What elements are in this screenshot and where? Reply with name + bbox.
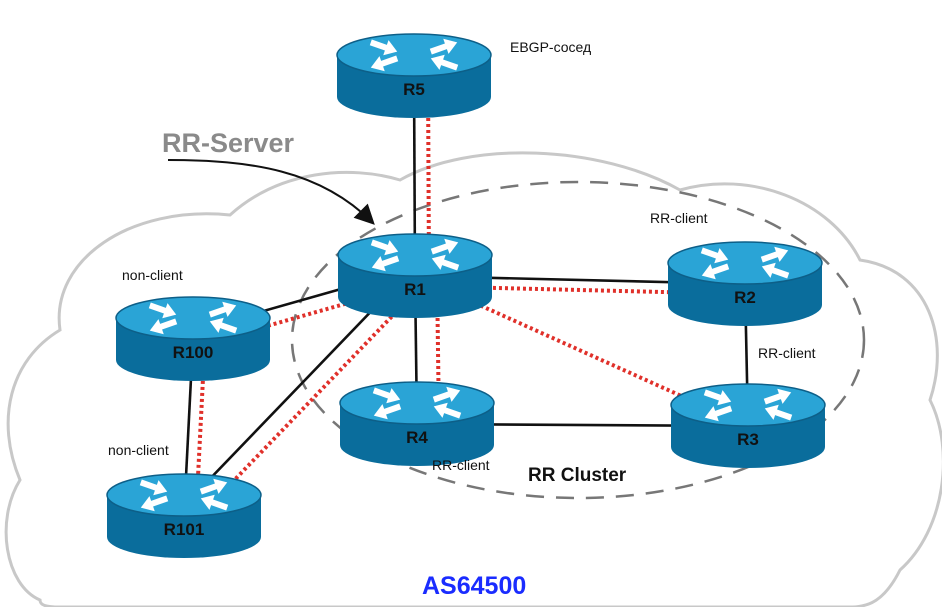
rr-server-label: RR-Server	[162, 128, 295, 158]
router-label-r5: R5	[403, 80, 425, 99]
router-arrows-icon	[369, 38, 459, 72]
router-label-r3: R3	[737, 430, 759, 449]
router-r101[interactable]: R101	[106, 473, 262, 558]
as-number-title: AS64500	[422, 572, 526, 600]
router-r1[interactable]: R1	[337, 233, 493, 318]
role-label-r3: RR-client	[758, 345, 816, 361]
rr-server-arrow	[167, 159, 375, 225]
router-label-r101: R101	[164, 520, 205, 539]
router-arrows-icon	[372, 386, 462, 420]
router-label-r2: R2	[734, 288, 756, 307]
router-arrows-icon	[703, 388, 793, 422]
router-arrows-icon	[148, 301, 238, 335]
router-r100[interactable]: R100	[115, 296, 271, 381]
ebgp-neighbor-label: EBGP-сосед	[510, 39, 591, 55]
router-r5[interactable]: R5	[336, 33, 492, 118]
router-r2[interactable]: R2	[667, 241, 823, 326]
role-label-r2: RR-client	[650, 210, 708, 226]
role-label-r101: non-client	[108, 442, 169, 458]
rr-cluster-ellipse	[290, 180, 866, 500]
router-label-r4: R4	[406, 428, 428, 447]
router-r4[interactable]: R4	[339, 381, 495, 466]
router-r3[interactable]: R3	[670, 383, 826, 468]
router-label-r1: R1	[404, 280, 426, 299]
router-arrows-icon	[370, 238, 460, 272]
role-label-r100: non-client	[122, 267, 183, 283]
router-arrows-icon	[700, 246, 790, 280]
role-label-r4: RR-client	[432, 457, 490, 473]
router-arrows-icon	[139, 478, 229, 512]
rr-cluster-label: RR Cluster	[528, 465, 627, 486]
router-label-r100: R100	[173, 343, 214, 362]
